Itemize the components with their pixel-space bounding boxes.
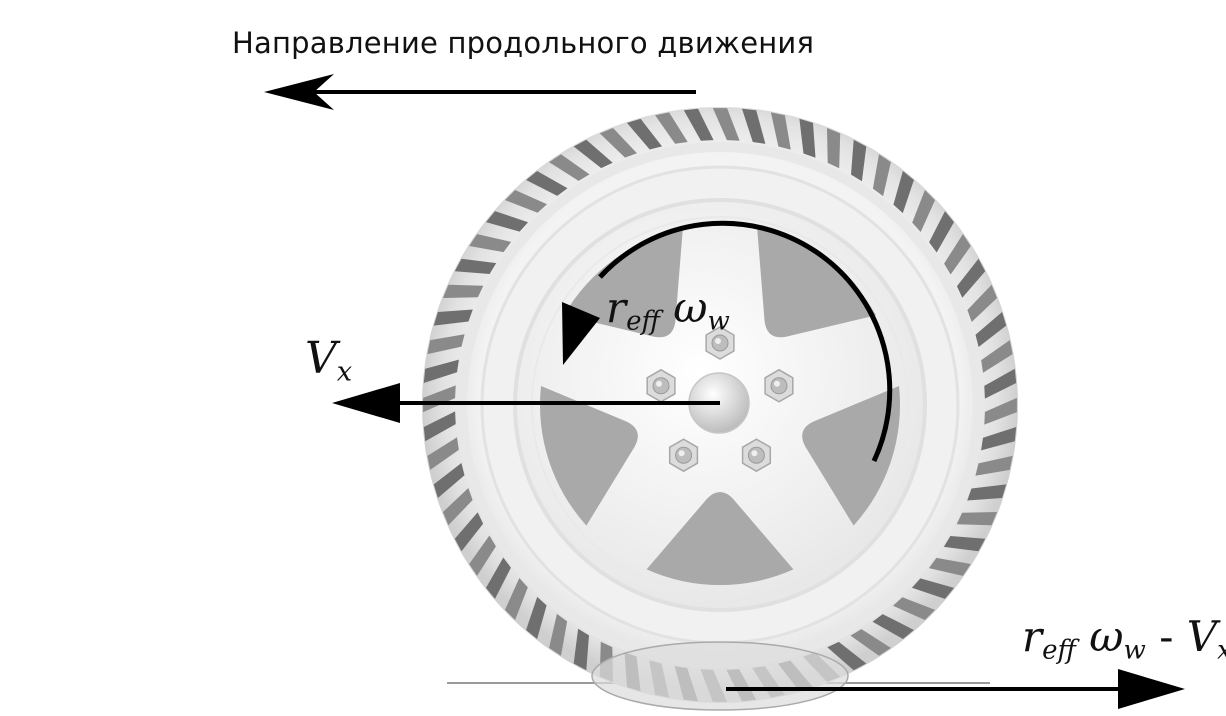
tread-block <box>742 108 766 144</box>
spoke-window <box>802 386 901 526</box>
tread-block <box>850 629 891 656</box>
tread-block <box>827 128 841 169</box>
curved-arrow-counterclockwise-icon <box>562 220 893 463</box>
tread-block <box>683 108 714 141</box>
tread-block <box>469 234 512 253</box>
tread-block <box>454 258 497 274</box>
tread-block <box>505 190 547 213</box>
motion-direction-caption: Направление продольного движения <box>232 26 815 60</box>
hex-nut-icon <box>646 368 676 403</box>
tread-block <box>433 463 465 498</box>
tread-block <box>627 118 662 150</box>
tread-block <box>454 512 484 552</box>
tread-block <box>981 427 1017 451</box>
tread-block <box>893 597 935 620</box>
contact-patch <box>591 641 849 711</box>
tread-block <box>427 437 459 470</box>
tread-block <box>655 112 688 144</box>
tread-block <box>967 284 997 322</box>
tread-block <box>573 628 589 671</box>
rotational-speed-label: reff ωw <box>606 283 730 337</box>
tread-block <box>912 190 935 232</box>
spoke-window <box>757 228 876 338</box>
tread-block <box>423 359 459 383</box>
velocity-label: Vx <box>305 333 353 388</box>
tread-block <box>981 340 1013 373</box>
tread-block <box>443 488 473 526</box>
hex-nut-icon <box>668 438 699 473</box>
tread-block <box>469 535 496 576</box>
tread-block <box>443 284 484 298</box>
tread-block <box>928 557 971 576</box>
arrow-left-icon <box>264 74 696 110</box>
tread-block <box>851 139 867 182</box>
hex-nut-icon <box>741 438 772 473</box>
tread-block <box>486 211 529 232</box>
tread-block <box>872 614 914 639</box>
tread-block <box>967 484 1007 501</box>
hex-nut-icon <box>705 326 735 360</box>
tread-block <box>427 334 465 355</box>
hex-nut-icon <box>764 368 794 403</box>
tread-block <box>505 578 528 620</box>
tread-block <box>770 112 791 150</box>
tread-block <box>893 171 914 214</box>
tread-block <box>872 154 891 197</box>
tread-block <box>956 258 986 298</box>
slip-velocity-label: reff ωw - Vx <box>1022 612 1226 666</box>
tread-block <box>549 613 568 656</box>
tread-block <box>929 211 954 253</box>
tread-block <box>486 557 511 599</box>
lug-nuts <box>646 326 794 473</box>
tread-block <box>943 536 986 552</box>
spoke-window <box>646 492 794 586</box>
tread-block <box>827 641 867 671</box>
tread-block <box>975 455 1013 476</box>
tread-block <box>433 309 473 326</box>
tread-block <box>911 578 954 599</box>
spoke-windows <box>539 228 901 586</box>
tread-block <box>712 108 740 141</box>
tread-block <box>423 385 456 413</box>
tread-block <box>944 234 971 275</box>
tread-block <box>984 397 1017 425</box>
velocity-arrow <box>332 383 720 423</box>
tread-block <box>984 368 1017 399</box>
tread-block <box>956 512 997 526</box>
tread-block <box>599 128 637 158</box>
tread-block <box>799 118 816 158</box>
spoke-window <box>539 386 638 526</box>
tread-block <box>526 171 568 196</box>
spoke-window <box>564 228 683 338</box>
tread-block <box>573 139 613 169</box>
arrow-right-icon <box>726 669 1185 709</box>
tread-block <box>549 154 590 181</box>
tread-block <box>423 411 456 442</box>
tread-block <box>975 312 1007 347</box>
tread-block <box>526 596 547 639</box>
